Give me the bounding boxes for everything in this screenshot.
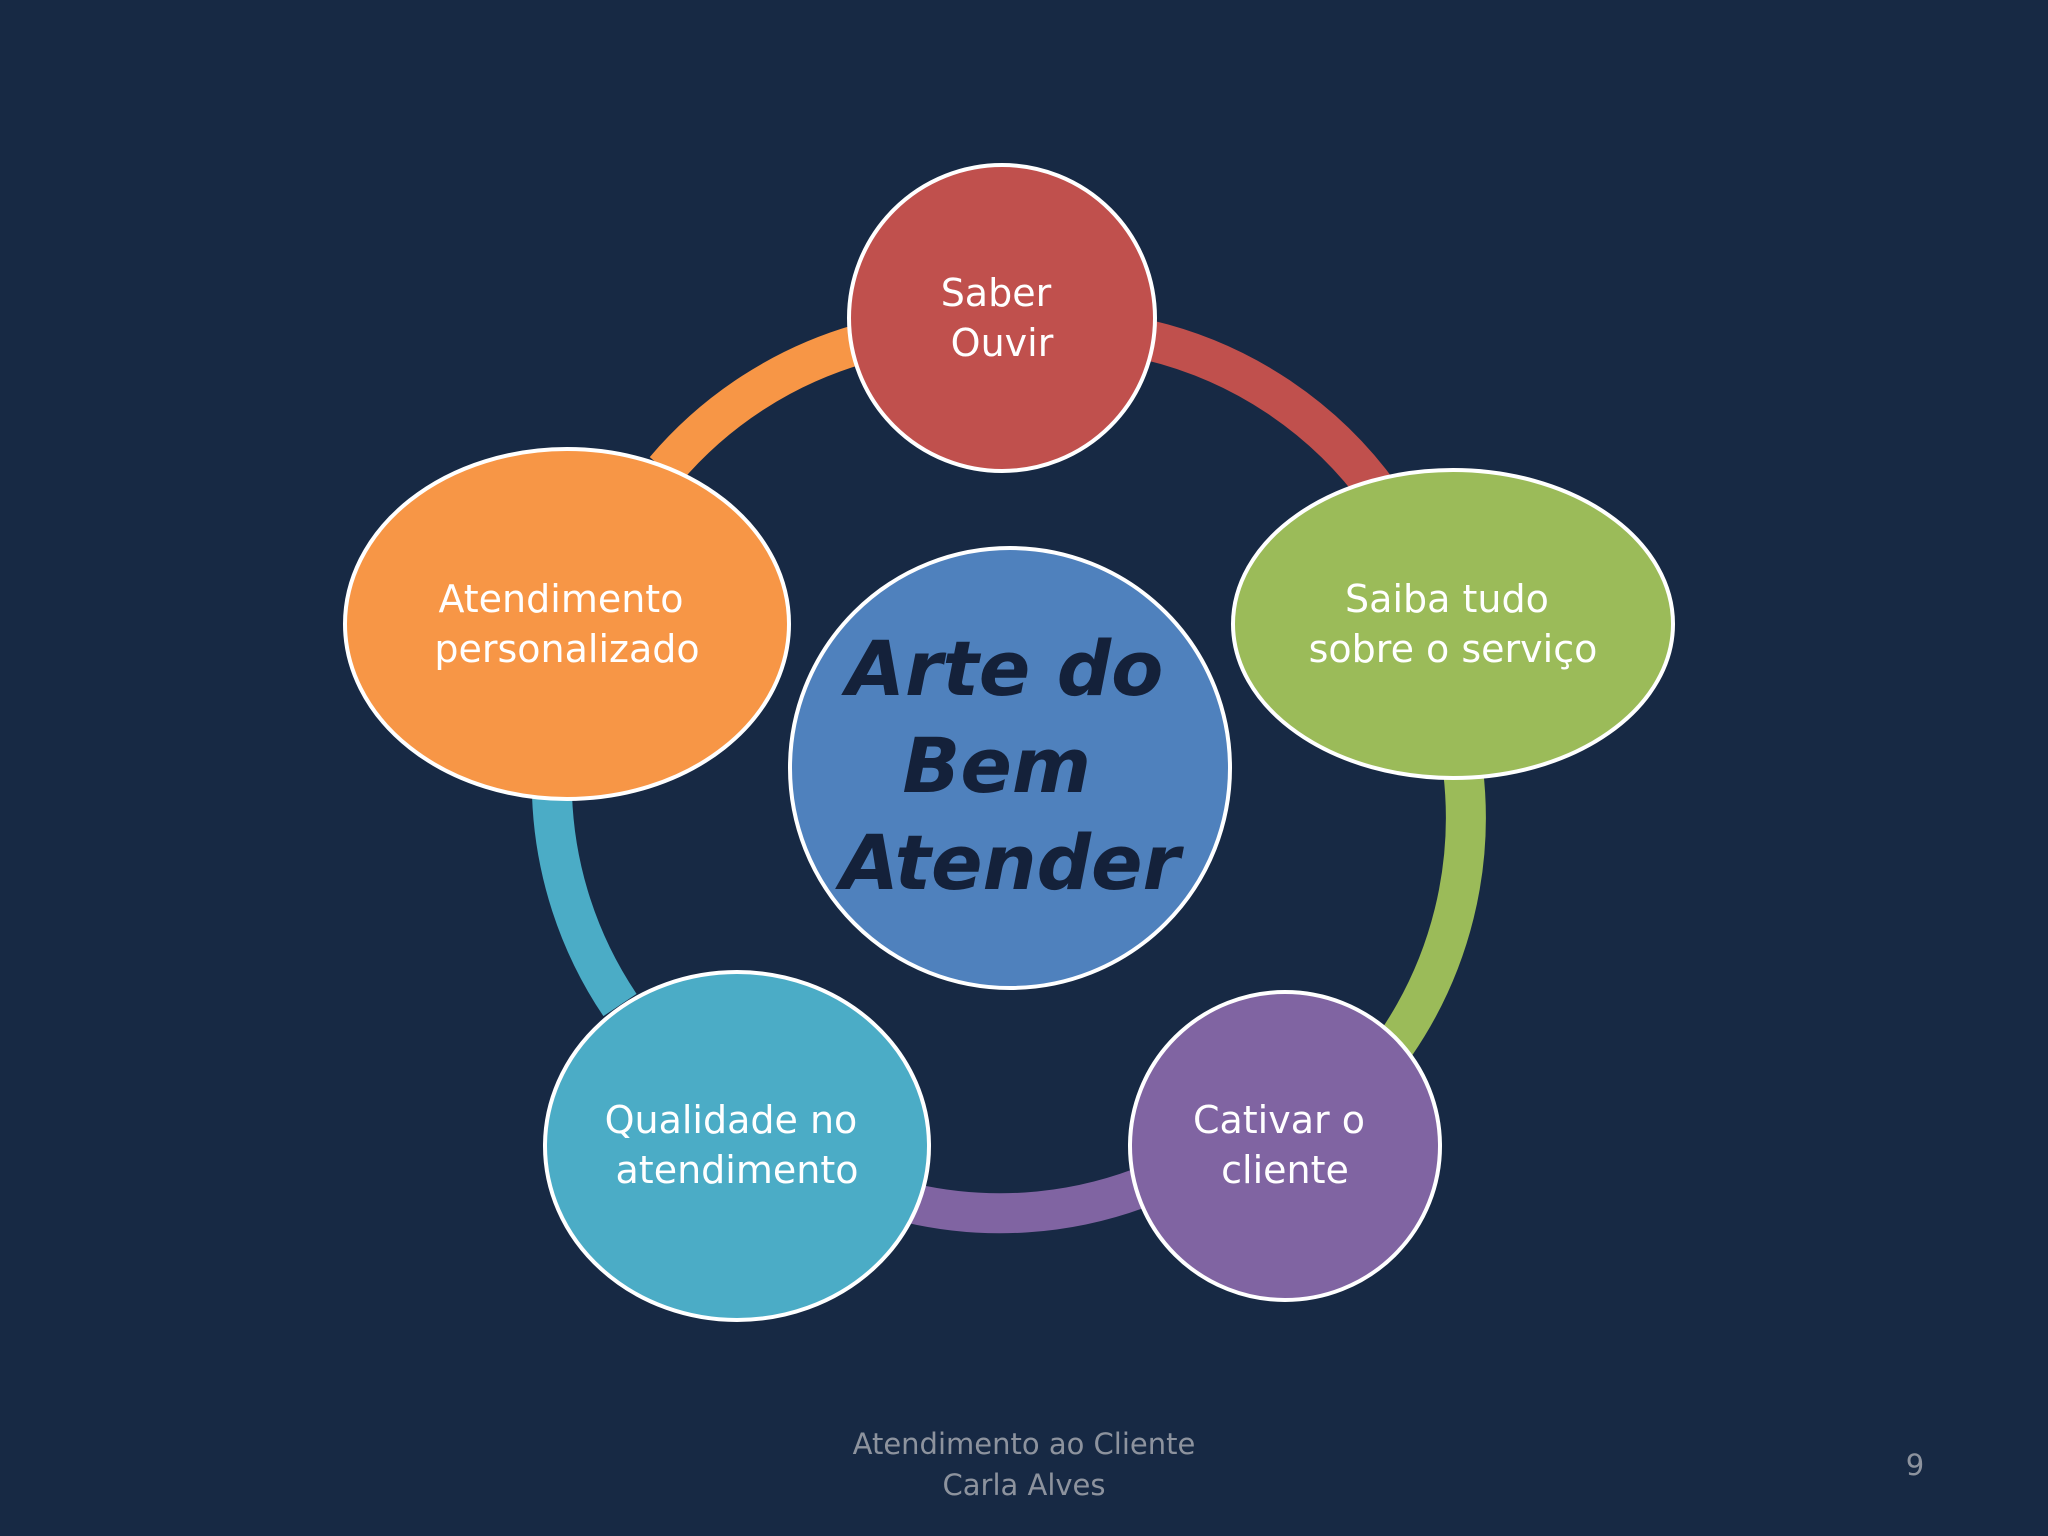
node-cativar-cliente-label: Cativar o cliente: [1193, 1098, 1377, 1192]
arc-saber-to-saiba: [1143, 320, 1398, 508]
center-node: [788, 546, 1232, 990]
slide-footer: Atendimento ao Cliente Carla Alves: [0, 1424, 2048, 1506]
node-saiba-tudo: [1231, 468, 1675, 780]
arc-qualidade-to-atendimento: [532, 794, 637, 1017]
node-saiba-tudo-line-1: Saiba tudo: [1345, 577, 1549, 621]
node-qualidade-atendimento-line-2: atendimento: [616, 1148, 859, 1192]
node-qualidade-atendimento-label: Qualidade no atendimento: [605, 1098, 870, 1192]
center-label: Arte do Bem Atender: [835, 624, 1190, 907]
node-atendimento-personalizado: [343, 447, 791, 801]
arc-atendimento-to-saber: [649, 324, 866, 484]
node-atendimento-personalizado-label: Atendimento personalizado: [434, 577, 699, 671]
page-number: 9: [1905, 1448, 1925, 1482]
node-qualidade-atendimento-line-1: Qualidade no: [605, 1098, 858, 1142]
node-saber-ouvir-line-1: Saber: [941, 271, 1052, 315]
node-qualidade-atendimento: [543, 970, 931, 1322]
center-label-line-1: Arte do: [841, 624, 1163, 713]
arc-saiba-to-cativar: [1378, 767, 1486, 1057]
center-label-line-3: Atender: [835, 818, 1185, 907]
node-saiba-tudo-line-2: sobre o serviço: [1309, 627, 1598, 671]
node-atendimento-personalizado-line-1: Atendimento: [438, 577, 683, 621]
node-cativar-cliente-line-2: cliente: [1221, 1148, 1349, 1192]
center-label-line-2: Bem: [902, 721, 1091, 810]
arc-cativar-to-qualidade: [905, 1169, 1147, 1234]
node-saber-ouvir: [847, 163, 1157, 473]
footer-author: Carla Alves: [942, 1468, 1106, 1502]
node-cativar-cliente: [1128, 990, 1442, 1302]
node-atendimento-personalizado-line-2: personalizado: [434, 627, 699, 671]
node-saiba-tudo-label: Saiba tudo sobre o serviço: [1309, 577, 1598, 671]
footer-title: Atendimento ao Cliente: [852, 1427, 1196, 1461]
node-saber-ouvir-label: Saber Ouvir: [941, 271, 1064, 365]
node-saber-ouvir-line-2: Ouvir: [951, 321, 1054, 365]
node-cativar-cliente-line-1: Cativar o: [1193, 1098, 1365, 1142]
